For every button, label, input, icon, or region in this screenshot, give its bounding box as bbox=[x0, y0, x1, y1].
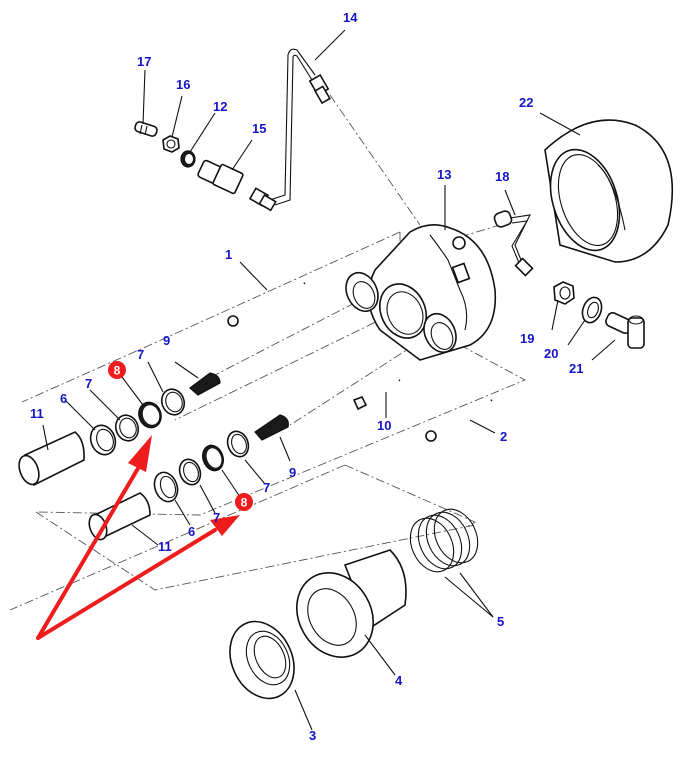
callout-7-lower-a[interactable]: 7 bbox=[213, 510, 220, 525]
highlight-arrows bbox=[36, 435, 240, 640]
callout-10[interactable]: 10 bbox=[377, 418, 391, 433]
callout-17[interactable]: 17 bbox=[137, 54, 151, 69]
part-8-seal-lower[interactable] bbox=[199, 442, 227, 473]
part-22-drum[interactable] bbox=[538, 119, 674, 263]
callout-8-lower-badge[interactable]: 8 bbox=[235, 493, 253, 511]
callout-15[interactable]: 15 bbox=[252, 121, 266, 136]
callout-7-lower-b[interactable]: 7 bbox=[263, 480, 270, 495]
part-7-seal-lower-a[interactable] bbox=[176, 456, 204, 487]
arrowhead-upper bbox=[128, 435, 152, 472]
part-9-boot-lower[interactable] bbox=[254, 414, 289, 441]
part-3-bearing[interactable] bbox=[218, 611, 306, 709]
part-2-bolt[interactable] bbox=[425, 399, 493, 442]
callout-20[interactable]: 20 bbox=[544, 346, 558, 361]
callout-1[interactable]: 1 bbox=[225, 247, 232, 262]
part-13-caliper-body[interactable] bbox=[340, 224, 497, 361]
callout-8-lower: 8 bbox=[241, 496, 248, 510]
part-11-piston-lower[interactable] bbox=[86, 492, 151, 542]
callout-5[interactable]: 5 bbox=[497, 614, 504, 629]
part-19-nut[interactable] bbox=[553, 281, 575, 305]
callout-4[interactable]: 4 bbox=[395, 673, 403, 688]
part-6-dust-seal-lower[interactable] bbox=[151, 469, 182, 505]
callout-9-lower[interactable]: 9 bbox=[289, 465, 296, 480]
part-11-piston-upper[interactable] bbox=[15, 431, 85, 487]
part-16-nut[interactable] bbox=[162, 135, 180, 153]
part-17-bleed-screw[interactable] bbox=[134, 121, 158, 137]
leader-lines bbox=[42, 29, 616, 731]
callout-18[interactable]: 18 bbox=[495, 169, 509, 184]
part-10-guide-pin[interactable] bbox=[352, 378, 401, 411]
part-9-boot-upper[interactable] bbox=[189, 372, 221, 396]
lower-seal-kit bbox=[86, 414, 289, 542]
part-7-seal-lower-b[interactable] bbox=[224, 428, 252, 459]
part-18-pipe[interactable] bbox=[493, 210, 534, 277]
part-7-seal-upper-a[interactable] bbox=[112, 412, 142, 444]
callout-12[interactable]: 12 bbox=[213, 99, 227, 114]
part-6-dust-seal-upper[interactable] bbox=[87, 422, 120, 458]
callout-3[interactable]: 3 bbox=[309, 728, 316, 743]
upper-seal-kit bbox=[15, 372, 221, 487]
callout-8-upper-badge[interactable]: 8 bbox=[108, 361, 126, 379]
arrowhead-lower bbox=[210, 515, 240, 536]
part-1-bolt[interactable] bbox=[227, 282, 306, 327]
callout-8-upper: 8 bbox=[114, 364, 121, 378]
callout-6-upper[interactable]: 6 bbox=[60, 391, 67, 406]
arrow-to-lower-8 bbox=[36, 528, 217, 640]
callout-11-upper[interactable]: 11 bbox=[30, 406, 44, 421]
callout-9-upper[interactable]: 9 bbox=[163, 333, 170, 348]
callout-13[interactable]: 13 bbox=[437, 167, 451, 182]
part-15-adapter[interactable] bbox=[197, 159, 244, 195]
callout-21[interactable]: 21 bbox=[569, 361, 583, 376]
callout-14[interactable]: 14 bbox=[343, 10, 358, 25]
part-7-seal-upper-b[interactable] bbox=[158, 386, 188, 418]
part-12-washer[interactable] bbox=[180, 150, 196, 168]
callout-7-upper-a[interactable]: 7 bbox=[85, 376, 92, 391]
callout-11-lower[interactable]: 11 bbox=[158, 539, 172, 554]
callout-2[interactable]: 2 bbox=[500, 429, 507, 444]
part-14-brake-pipe[interactable] bbox=[248, 48, 331, 212]
arrow-to-upper-8 bbox=[36, 463, 142, 640]
part-21-elbow-fitting[interactable] bbox=[604, 311, 645, 349]
callout-19[interactable]: 19 bbox=[520, 331, 534, 346]
callout-7-upper-b[interactable]: 7 bbox=[137, 347, 144, 362]
callout-16[interactable]: 16 bbox=[176, 77, 190, 92]
callout-labels: 17 16 12 15 14 22 13 18 1 19 20 21 10 2 … bbox=[30, 10, 583, 743]
callout-22[interactable]: 22 bbox=[519, 95, 533, 110]
callout-6-lower[interactable]: 6 bbox=[188, 524, 195, 539]
part-20-lock-washer[interactable] bbox=[579, 295, 605, 326]
part-8-seal-upper[interactable] bbox=[135, 399, 165, 431]
assembly-guide-lines bbox=[9, 94, 527, 611]
part-4-flanged-sleeve[interactable] bbox=[282, 549, 407, 671]
part-5-springs[interactable] bbox=[402, 502, 486, 579]
